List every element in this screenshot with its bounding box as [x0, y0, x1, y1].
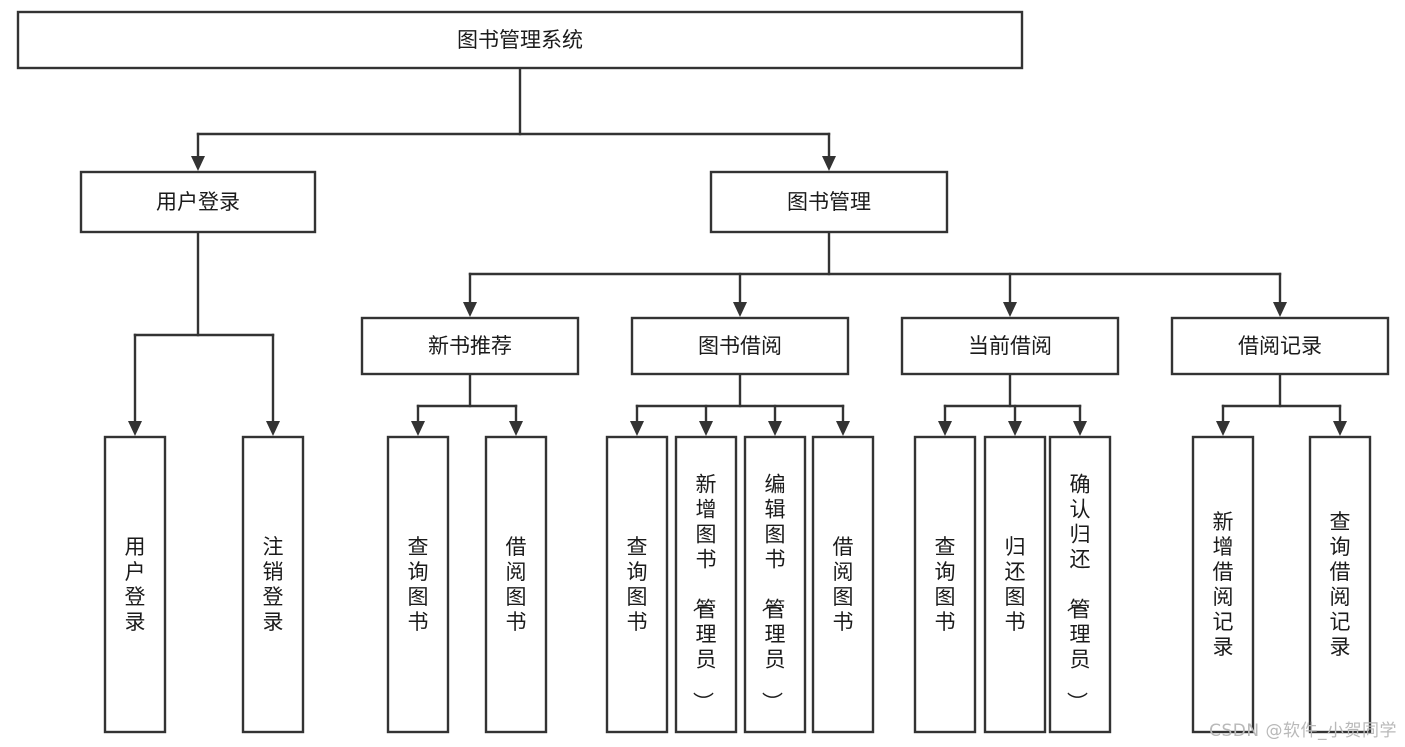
node-label: 确认归还（管理员） — [1065, 473, 1091, 713]
node-box — [630, 316, 850, 376]
node-leaf-新增图书管理员-5[interactable]: 新增图书（管理员） — [674, 435, 738, 734]
node-leaf-新增借阅记录-11[interactable]: 新增借阅记录 — [1191, 435, 1255, 734]
connector-layer — [128, 66, 1347, 436]
node-leaf-查询借阅记录-12[interactable]: 查询借阅记录 — [1308, 435, 1372, 734]
node-leaf-注销登录-1[interactable]: 注销登录 — [241, 435, 305, 734]
node-label: 借阅图书 — [833, 535, 854, 634]
node-label: 图书管理系统 — [457, 28, 583, 52]
node-leaf-查询图书-4[interactable]: 查询图书 — [605, 435, 669, 734]
arrow-head-icon — [630, 421, 644, 436]
node-box — [16, 10, 1024, 70]
node-box — [79, 170, 317, 234]
arrow-head-icon — [463, 302, 477, 317]
arrow-head-icon — [411, 421, 425, 436]
node-label: 借阅图书 — [506, 535, 527, 634]
arrow-head-icon — [699, 421, 713, 436]
arrow-head-icon — [938, 421, 952, 436]
node-label: 新书推荐 — [428, 334, 512, 358]
node-label: 注销登录 — [263, 535, 284, 634]
node-root-图书管理系统-0[interactable]: 图书管理系统 — [16, 10, 1024, 70]
node-l3-图书借阅-1[interactable]: 图书借阅 — [630, 316, 850, 376]
arrow-head-icon — [191, 156, 205, 171]
arrow-head-icon — [768, 421, 782, 436]
node-label: 归还图书 — [1005, 535, 1026, 634]
arrow-head-icon — [1073, 421, 1087, 436]
node-leaf-借阅图书-7[interactable]: 借阅图书 — [811, 435, 875, 734]
arrow-head-icon — [1273, 302, 1287, 317]
node-box — [605, 435, 669, 734]
node-box — [811, 435, 875, 734]
node-label: 查询图书 — [627, 535, 648, 634]
node-box — [674, 435, 738, 734]
node-box — [743, 435, 807, 734]
node-label: 查询图书 — [935, 535, 956, 634]
arrow-head-icon — [509, 421, 523, 436]
node-label: 用户登录 — [125, 535, 146, 634]
node-box — [709, 170, 949, 234]
node-label: 新增图书（管理员） — [691, 473, 717, 713]
arrow-head-icon — [1003, 302, 1017, 317]
node-l3-当前借阅-2[interactable]: 当前借阅 — [900, 316, 1120, 376]
node-l3-借阅记录-3[interactable]: 借阅记录 — [1170, 316, 1390, 376]
node-label: 编辑图书（管理员） — [760, 473, 786, 713]
arrow-head-icon — [128, 421, 142, 436]
node-box — [360, 316, 580, 376]
node-label: 图书管理 — [787, 190, 871, 214]
node-leaf-确认归还管理员-10[interactable]: 确认归还（管理员） — [1048, 435, 1112, 734]
node-leaf-归还图书-9[interactable]: 归还图书 — [983, 435, 1047, 734]
arrow-head-icon — [1216, 421, 1230, 436]
node-layer: 图书管理系统用户登录图书管理新书推荐图书借阅当前借阅借阅记录用户登录注销登录查询… — [16, 10, 1390, 734]
node-box — [484, 435, 548, 734]
arrow-head-icon — [266, 421, 280, 436]
node-box — [1191, 435, 1255, 734]
arrow-head-icon — [836, 421, 850, 436]
node-leaf-用户登录-0[interactable]: 用户登录 — [103, 435, 167, 734]
arrow-head-icon — [1008, 421, 1022, 436]
node-l3-新书推荐-0[interactable]: 新书推荐 — [360, 316, 580, 376]
node-label: 图书借阅 — [698, 334, 782, 358]
node-box — [1170, 316, 1390, 376]
arrow-head-icon — [822, 156, 836, 171]
node-leaf-借阅图书-3[interactable]: 借阅图书 — [484, 435, 548, 734]
node-label: 用户登录 — [156, 190, 240, 214]
arrow-head-icon — [1333, 421, 1347, 436]
node-l2-用户登录-0[interactable]: 用户登录 — [79, 170, 317, 234]
node-l2-图书管理-1[interactable]: 图书管理 — [709, 170, 949, 234]
node-box — [241, 435, 305, 734]
node-leaf-编辑图书管理员-6[interactable]: 编辑图书（管理员） — [743, 435, 807, 734]
node-box — [103, 435, 167, 734]
node-box — [900, 316, 1120, 376]
node-box — [983, 435, 1047, 734]
node-box — [386, 435, 450, 734]
node-box — [913, 435, 977, 734]
node-label: 查询图书 — [408, 535, 429, 634]
arrow-head-icon — [733, 302, 747, 317]
node-label: 查询借阅记录 — [1330, 510, 1351, 659]
node-label: 借阅记录 — [1238, 334, 1322, 358]
node-label: 新增借阅记录 — [1213, 510, 1234, 659]
node-box — [1308, 435, 1372, 734]
node-box — [1048, 435, 1112, 734]
node-leaf-查询图书-2[interactable]: 查询图书 — [386, 435, 450, 734]
node-leaf-查询图书-8[interactable]: 查询图书 — [913, 435, 977, 734]
node-label: 当前借阅 — [968, 334, 1052, 358]
